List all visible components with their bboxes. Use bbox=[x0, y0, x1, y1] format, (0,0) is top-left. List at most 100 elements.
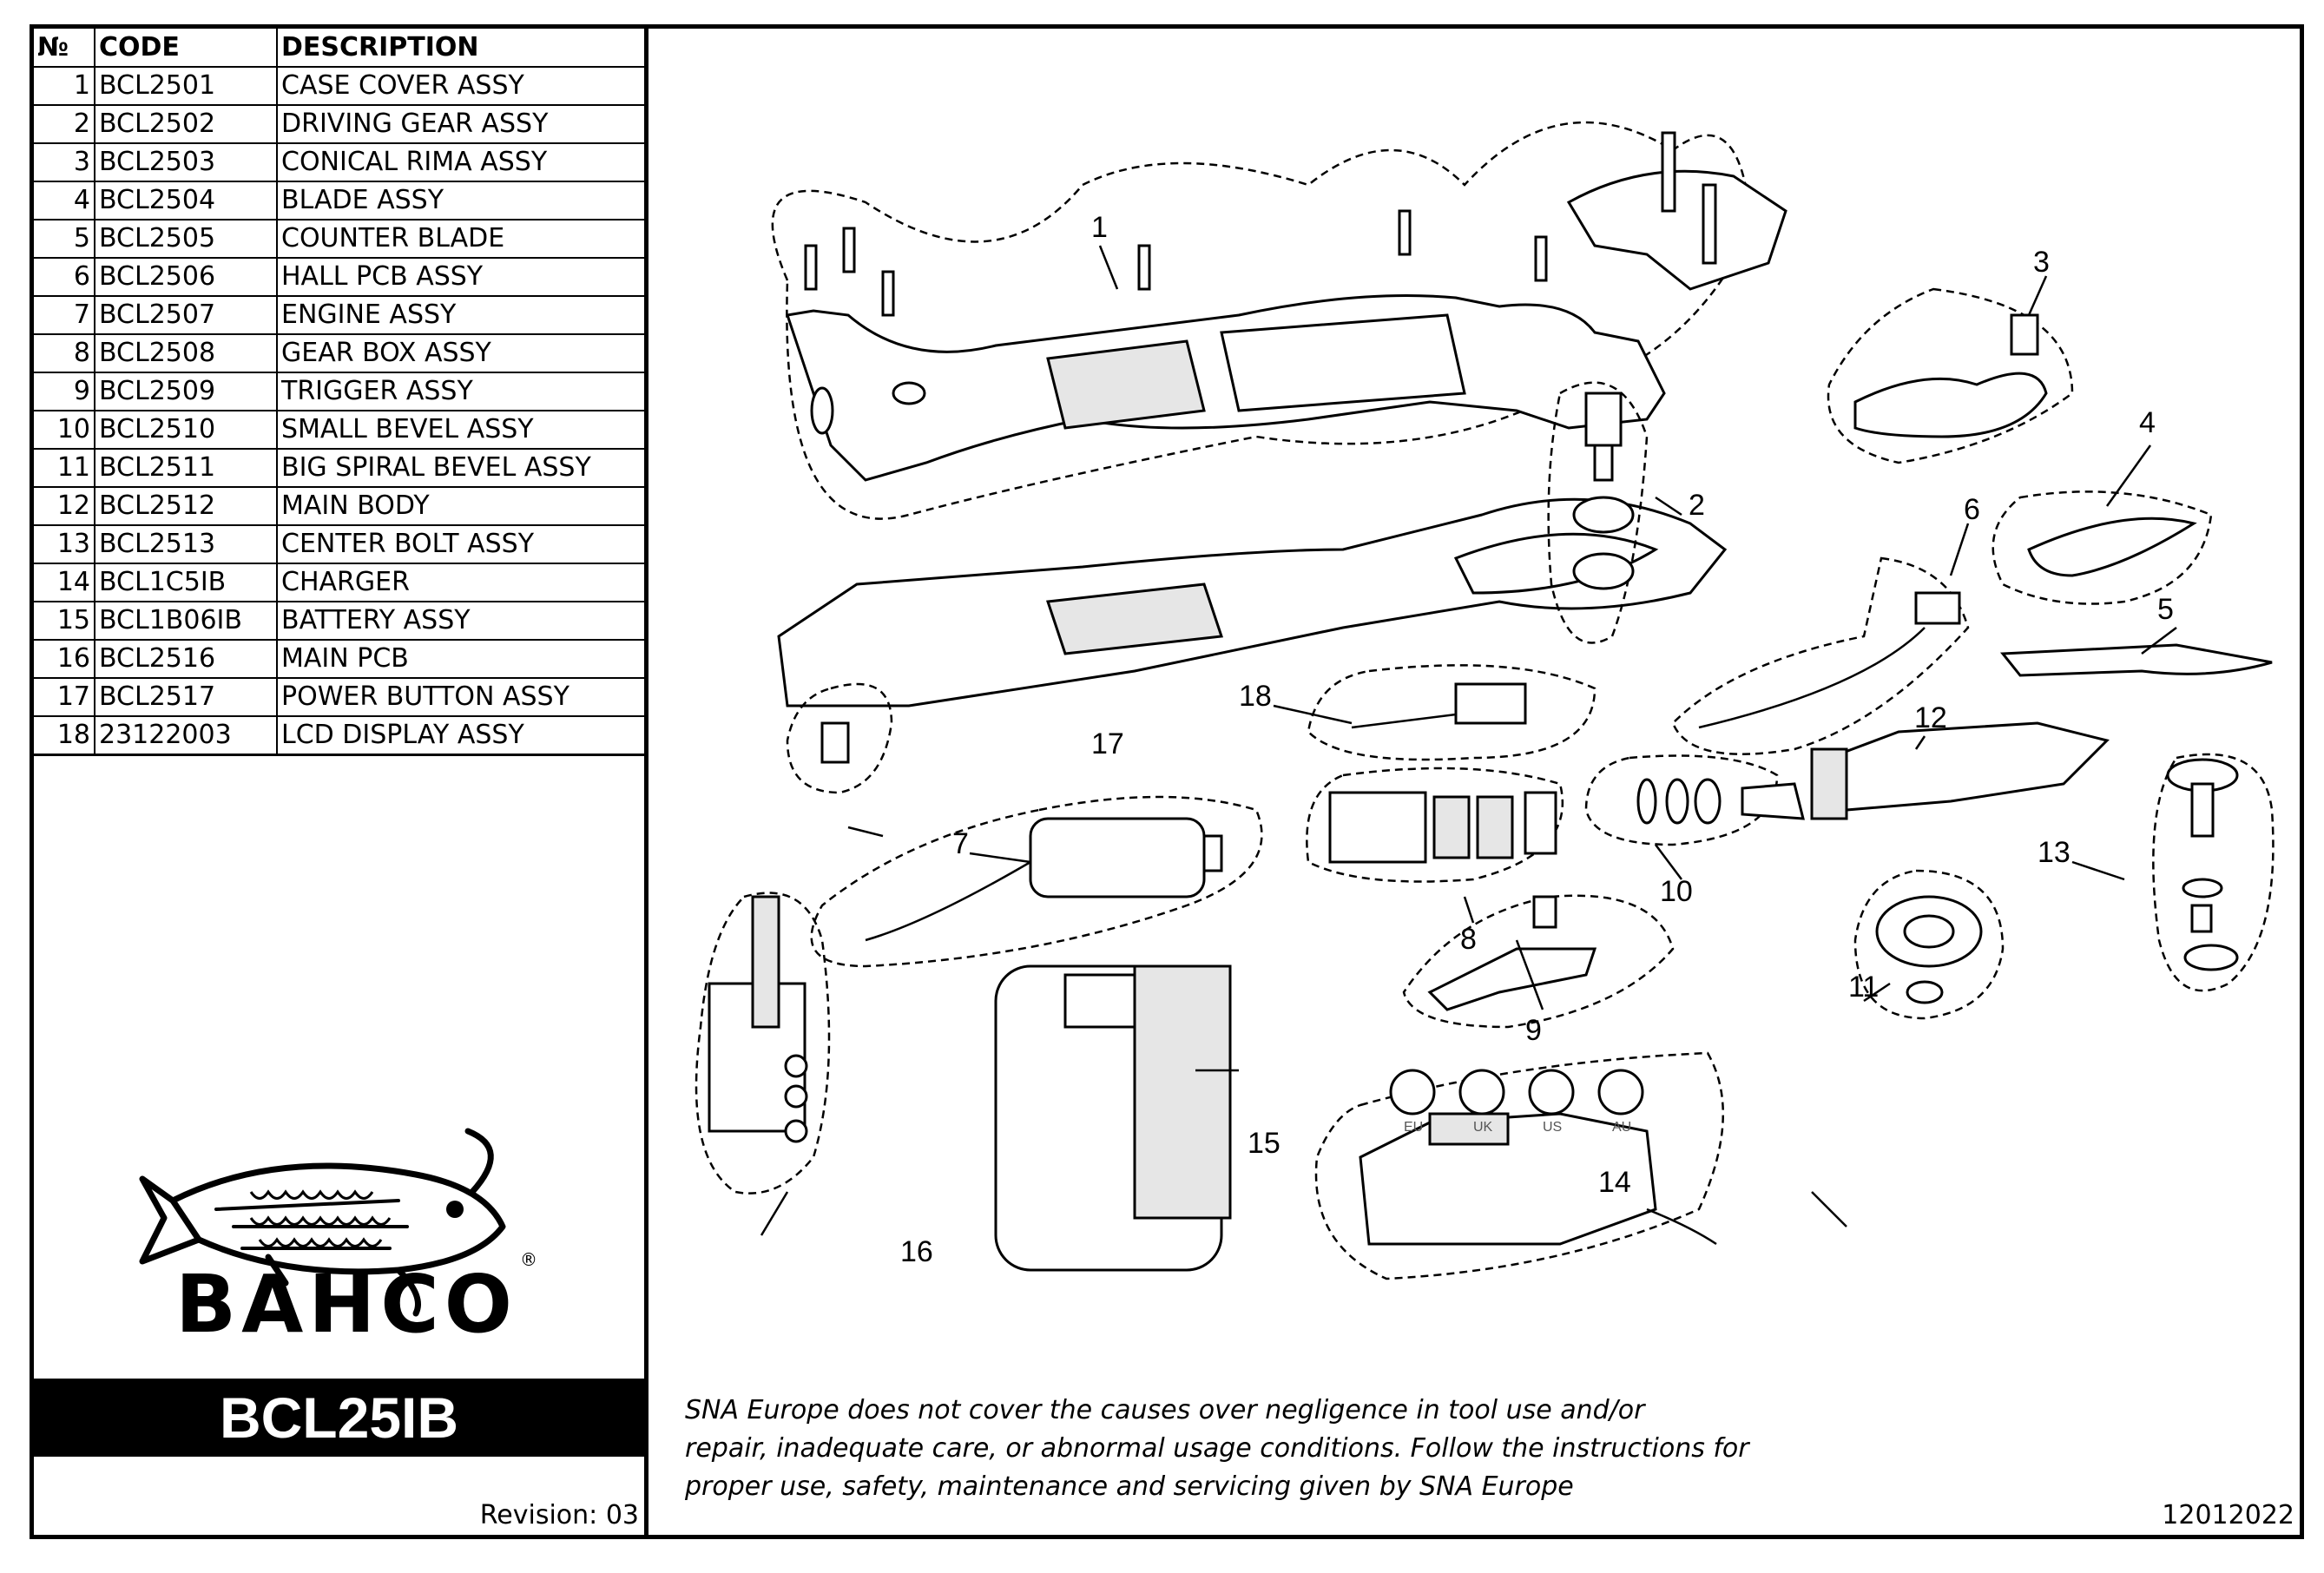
cell-code: BCL1B06IB bbox=[94, 601, 278, 641]
part-small-bevel bbox=[1584, 754, 1805, 846]
cell-code: BCL2502 bbox=[94, 104, 278, 144]
cell-number: 3 bbox=[34, 142, 95, 182]
cell-number: 17 bbox=[34, 677, 95, 717]
cell-code: BCL2516 bbox=[94, 639, 278, 679]
part-center-bolt bbox=[2152, 753, 2275, 992]
cell-description: LCD DISPLAY ASSY bbox=[276, 715, 644, 756]
brand-name: BAHCO bbox=[174, 1258, 518, 1351]
cell-description: MAIN PCB bbox=[276, 639, 644, 679]
cell-description: HALL PCB ASSY bbox=[276, 257, 644, 297]
plug-label-us: US bbox=[1543, 1120, 1562, 1135]
cell-code: BCL2501 bbox=[94, 66, 278, 106]
cell-description: TRIGGER ASSY bbox=[276, 372, 644, 411]
callout-18: 18 bbox=[1239, 680, 1272, 713]
cell-description: DRIVING GEAR ASSY bbox=[276, 104, 644, 144]
cell-description: MAIN BODY bbox=[276, 486, 644, 526]
part-conical-rima bbox=[1827, 287, 2074, 464]
callout-5: 5 bbox=[2157, 593, 2174, 626]
cell-number: 9 bbox=[34, 372, 95, 411]
callout-15: 15 bbox=[1248, 1127, 1281, 1160]
cell-description: COUNTER BLADE bbox=[276, 219, 644, 259]
cell-number: 16 bbox=[34, 639, 95, 679]
part-trigger bbox=[1402, 894, 1675, 1029]
part-hall-pcb bbox=[1671, 556, 1970, 755]
plug-icons: EU UK US AU bbox=[1389, 1069, 1644, 1135]
callout-17: 17 bbox=[1091, 727, 1124, 760]
cell-code: BCL2517 bbox=[94, 677, 278, 717]
callout-11: 11 bbox=[1848, 971, 1879, 1004]
plug-label-au: AU bbox=[1612, 1120, 1631, 1135]
cell-description: CENTER BOLT ASSY bbox=[276, 524, 644, 564]
cell-description: POWER BUTTON ASSY bbox=[276, 677, 644, 717]
header-description: DESCRIPTION bbox=[276, 29, 644, 68]
cell-number: 8 bbox=[34, 333, 95, 373]
table-header-row: № CODE DESCRIPTION bbox=[34, 29, 644, 68]
cell-description: GEAR BOX ASSY bbox=[276, 333, 644, 373]
cell-code: BCL2509 bbox=[94, 372, 278, 411]
cell-number: 12 bbox=[34, 486, 95, 526]
cell-code: BCL2513 bbox=[94, 524, 278, 564]
cell-number: 10 bbox=[34, 410, 95, 450]
part-big-spiral-bevel bbox=[1853, 869, 2005, 1020]
cell-number: 1 bbox=[34, 66, 95, 106]
part-engine bbox=[810, 795, 1263, 968]
part-lcd-display bbox=[1307, 664, 1597, 761]
part-main-pcb bbox=[695, 892, 831, 1195]
part-case-cover bbox=[771, 121, 1787, 520]
cell-number: 13 bbox=[34, 524, 95, 564]
callout-12: 12 bbox=[1914, 701, 1947, 734]
part-main-body bbox=[777, 497, 1728, 708]
cell-code: BCL2512 bbox=[94, 486, 278, 526]
part-blade bbox=[1992, 490, 2213, 605]
cell-description: CASE COVER ASSY bbox=[276, 66, 644, 106]
bahco-fish-logo: ® bbox=[139, 1128, 537, 1317]
cell-number: 2 bbox=[34, 104, 95, 144]
cell-code: BCL1C5IB bbox=[94, 563, 278, 602]
header-code: CODE bbox=[94, 29, 278, 68]
disclaimer: SNA Europe does not cover the causes ove… bbox=[685, 1392, 1749, 1506]
part-charger: EU UK US AU bbox=[1314, 1051, 1725, 1280]
part-gear-box bbox=[1306, 767, 1564, 883]
cell-number: 18 bbox=[34, 715, 95, 756]
plug-label-uk: UK bbox=[1473, 1120, 1493, 1135]
cell-description: BIG SPIRAL BEVEL ASSY bbox=[276, 448, 644, 488]
plug-label-eu: EU bbox=[1404, 1120, 1423, 1135]
cell-code: BCL2504 bbox=[94, 181, 278, 220]
callout-14: 14 bbox=[1598, 1166, 1631, 1199]
callout-2: 2 bbox=[1689, 489, 1705, 522]
cell-number: 5 bbox=[34, 219, 95, 259]
callout-6: 6 bbox=[1964, 493, 1980, 526]
disclaimer-line: proper use, safety, maintenance and serv… bbox=[685, 1471, 1574, 1502]
part-gear-head bbox=[1810, 721, 2110, 820]
revision-label: Revision: 03 bbox=[479, 1500, 639, 1530]
cell-number: 14 bbox=[34, 563, 95, 602]
cell-code: BCL2511 bbox=[94, 448, 278, 488]
cell-description: CHARGER bbox=[276, 563, 644, 602]
callout-9: 9 bbox=[1525, 1014, 1542, 1047]
callout-3: 3 bbox=[2033, 246, 2050, 279]
callout-10: 10 bbox=[1660, 875, 1693, 908]
part-driving-gear bbox=[1547, 381, 1649, 644]
cell-number: 4 bbox=[34, 181, 95, 220]
registered-mark: ® bbox=[520, 1249, 537, 1270]
callout-labels: 1 2 3 4 5 6 7 8 9 10 11 12 13 14 15 16 1… bbox=[900, 211, 2174, 1268]
model-number: BCL25IB bbox=[34, 1379, 644, 1457]
callout-7: 7 bbox=[952, 827, 969, 860]
exploded-view-diagram: EU UK US AU bbox=[695, 121, 2275, 1280]
header-number: № bbox=[34, 29, 95, 68]
cell-code: BCL2508 bbox=[94, 333, 278, 373]
cell-code: 23122003 bbox=[94, 715, 278, 756]
part-counter-blade bbox=[1999, 643, 2273, 677]
